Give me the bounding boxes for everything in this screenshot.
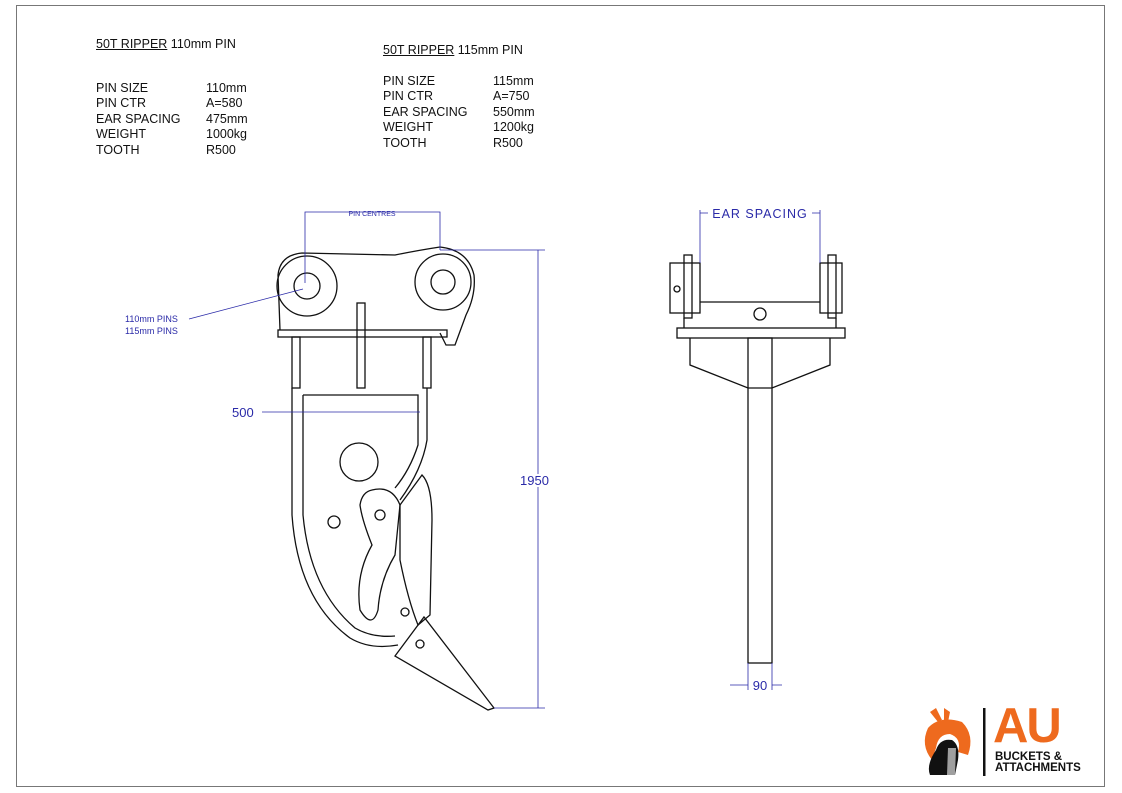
center-rib — [356, 302, 366, 389]
spec-block-115mm: 50T RIPPER 115mm PIN PIN SIZE 115mm PIN C… — [383, 43, 535, 151]
spec-block-110mm: 50T RIPPER 110mm PIN PIN SIZE 110mm PIN C… — [96, 37, 248, 158]
spec-row: PIN SIZE 110mm — [96, 81, 248, 97]
left-ear-bolt — [673, 285, 681, 293]
logo-line-1: BUCKETS & — [995, 751, 1063, 763]
spec-value: A=580 — [206, 96, 243, 110]
pin-boss-right — [414, 253, 472, 311]
spec-row: PIN CTR A=750 — [383, 89, 535, 105]
adapter-pin-hole — [374, 509, 386, 521]
spec-title: 50T RIPPER 110mm PIN — [96, 37, 248, 53]
side-view — [276, 246, 496, 711]
spec-row: TOOTH R500 — [383, 136, 535, 152]
shank-width-dim-line — [730, 663, 782, 690]
pin-centres-label: PIN CENTRES — [348, 211, 395, 218]
shank-outline — [291, 388, 428, 648]
spec-label: PIN CTR — [383, 89, 433, 103]
spec-value: 110mm — [206, 80, 247, 95]
spec-value: A=750 — [493, 89, 530, 103]
logo-au: AU — [993, 699, 1062, 753]
spec-value: R500 — [206, 142, 236, 157]
spec-label: EAR SPACING — [96, 111, 181, 126]
spec-label: PIN SIZE — [96, 80, 149, 95]
spec-title-pin: 110mm PIN — [167, 37, 236, 51]
pins-leader-line — [188, 288, 304, 320]
ear-spacing-dim-line — [699, 210, 821, 263]
spec-title: 50T RIPPER 115mm PIN — [383, 43, 535, 59]
spec-label: TOOTH — [96, 142, 140, 157]
spec-value: 550mm — [493, 104, 535, 119]
logo-subtitle: BUCKETS & ATTACHMENTS — [995, 751, 1081, 774]
pins-label-110: 110mm PINS — [125, 314, 178, 324]
front-dimensions: EAR SPACING 90 — [699, 207, 821, 693]
spec-row: PIN SIZE 115mm — [383, 74, 535, 90]
pin-hole-left — [293, 272, 321, 300]
shank-inner — [302, 394, 419, 637]
spec-label: EAR SPACING — [383, 104, 468, 119]
spec-label: TOOTH — [383, 135, 427, 150]
ripper-tooth — [394, 615, 496, 711]
spec-title-model: 50T RIPPER — [96, 37, 168, 51]
left-ear — [669, 262, 701, 314]
spec-table: PIN SIZE 115mm PIN CTR A=750 EAR SPACING 55… — [383, 74, 535, 152]
adapter-lug — [358, 488, 401, 621]
height-dim-line — [440, 249, 545, 709]
mount-plate — [277, 329, 448, 338]
spec-table: PIN SIZE 110mm PIN CTR A=580 EAR SPACING 47… — [96, 81, 248, 159]
retaining-pin — [400, 607, 410, 617]
side-dimensions: PIN CENTRES 110mm PINS 115mm PINS 500 19… — [125, 211, 551, 709]
width-dim-label: 500 — [232, 405, 254, 420]
logo-icon — [924, 708, 986, 776]
shank-hole-small — [327, 515, 341, 529]
spec-value: 1200kg — [493, 120, 535, 134]
pin-centres-dim-line — [304, 211, 441, 283]
spec-title-model: 50T RIPPER — [383, 43, 455, 57]
tooth-adapter — [399, 474, 433, 627]
logo-line-2: ATTACHMENTS — [995, 762, 1081, 774]
pin-boss-left — [276, 255, 338, 317]
spec-row: PIN CTR A=580 — [96, 96, 248, 112]
front-gusset — [689, 338, 831, 389]
spec-row: TOOTH R500 — [96, 143, 248, 159]
spec-row: WEIGHT 1000kg — [96, 127, 248, 143]
spec-row: WEIGHT 1200kg — [383, 120, 535, 136]
left-rib — [291, 336, 301, 389]
height-dim-label: 1950 — [520, 473, 549, 488]
shank-width-label: 90 — [753, 678, 767, 693]
right-ear — [819, 262, 843, 314]
tooth-pin-hole — [415, 639, 425, 649]
front-mount-plate — [676, 327, 846, 339]
spec-label: WEIGHT — [96, 127, 146, 141]
spec-row: EAR SPACING 475mm — [96, 112, 248, 128]
right-rib — [422, 336, 432, 389]
front-shank — [747, 337, 773, 664]
pins-label-115: 115mm PINS — [125, 326, 178, 336]
front-hole — [753, 307, 767, 321]
spec-value: 1000kg — [206, 127, 248, 141]
spec-label: PIN SIZE — [383, 73, 436, 88]
front-view — [669, 254, 846, 664]
spec-label: PIN CTR — [96, 96, 146, 110]
spec-value: 475mm — [206, 111, 248, 126]
ear-spacing-label: EAR SPACING — [712, 207, 808, 221]
pin-hole-right — [430, 269, 456, 295]
drawing-frame — [16, 5, 1105, 787]
right-ear-pin — [827, 254, 837, 319]
spec-label: WEIGHT — [383, 120, 433, 134]
spec-row: EAR SPACING 550mm — [383, 105, 535, 121]
shank-hole-large — [339, 442, 379, 482]
spec-value: R500 — [493, 135, 523, 150]
spec-value: 115mm — [493, 73, 534, 88]
spec-title-pin: 115mm PIN — [454, 43, 523, 57]
ear-supports — [683, 318, 837, 328]
left-ear-pin — [683, 254, 693, 319]
